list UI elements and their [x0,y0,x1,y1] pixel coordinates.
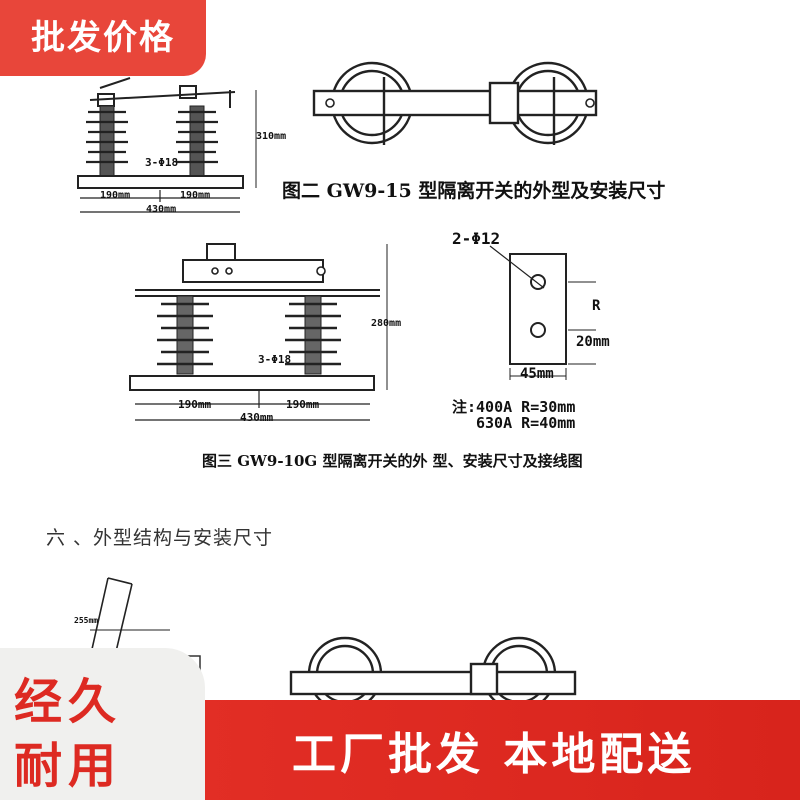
fig3-holes-label: 3-Φ18 [258,353,292,366]
section6-blade-length: 255mm [74,616,99,625]
terminal-detail-drawing [489,245,596,380]
fig3-height-label: 280mm [371,318,402,329]
promo-badge [0,648,205,800]
promo-badge-line-2: 耐用 [14,738,123,794]
promo-slogan: 工厂批发 本地配送 [292,729,696,780]
fig2-span-left: 190mm [100,190,131,201]
terminal-note-2: 630A R=40mm [476,414,576,432]
fig3-caption: 图三 GW9-10G 型隔离开关的外 型、安装尺寸及接线图 [202,452,583,470]
fig3-span-right: 190mm [286,398,320,411]
terminal-width-label: 45mm [520,366,554,382]
section-6-title: 六 、外型结构与安装尺寸 [46,527,274,549]
fig3-total: 430mm [240,411,274,424]
fig2-side-drawing [77,77,257,213]
fig2-holes-label: 3-Φ18 [145,156,179,169]
fig2-height-label: 310mm [256,131,287,142]
fig3-span-left: 190mm [178,398,212,411]
fig2-span-right: 190mm [180,190,211,201]
terminal-edge-label: 20mm [576,334,610,350]
fig3-side-drawing [129,243,388,421]
terminal-note-1: 注:400A R=30mm [452,398,576,416]
fig2-total: 430mm [146,204,177,215]
promo-tag-top: 批发价格 [0,0,206,76]
terminal-r-label: R [592,298,601,314]
fig2-top-view [312,61,598,145]
promo-badge-line-1: 经久 [14,674,123,730]
terminal-holes-label: 2-Φ12 [452,229,501,248]
section6-blade-drawing [89,577,170,660]
section6-top-view [289,636,577,702]
fig2-caption: 图二 GW9-15 型隔离开关的外型及安装尺寸 [282,180,666,202]
